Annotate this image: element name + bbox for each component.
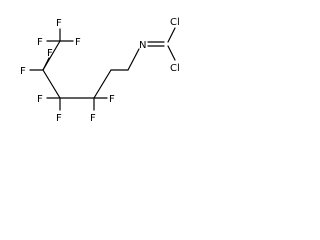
structure-canvas: F F F F F F F F F N Cl Cl [0,0,201,135]
atom-label-f3: F [75,37,81,48]
atom-label-cl1: Cl [170,17,180,28]
atom-label-f6: F [37,94,43,105]
bond-c6-n [127,48,140,71]
atom-label-f1: F [56,18,62,29]
atom-label-f9: F [90,113,96,124]
atom-label-f8: F [109,94,115,105]
skeleton-bonds [42,27,176,99]
molecule-structure: F F F F F F F F F N Cl Cl [20,17,180,124]
atom-label-f7: F [56,113,62,124]
bond-c4-c5 [93,69,112,99]
fluorine-bonds [29,28,108,111]
atom-label-f2: F [37,37,43,48]
bond-c2-f5 [42,57,50,71]
bond-c7-cl2 [167,45,176,61]
atom-labels: F F F F F F F F F N Cl Cl [20,17,180,124]
bond-c7-cl1 [167,27,176,43]
atom-label-cl2: Cl [170,63,180,74]
bond-c2-c3 [42,69,61,99]
atom-label-f4: F [20,66,26,77]
atom-label-f5: F [47,48,53,59]
atom-label-n: N [139,40,146,51]
